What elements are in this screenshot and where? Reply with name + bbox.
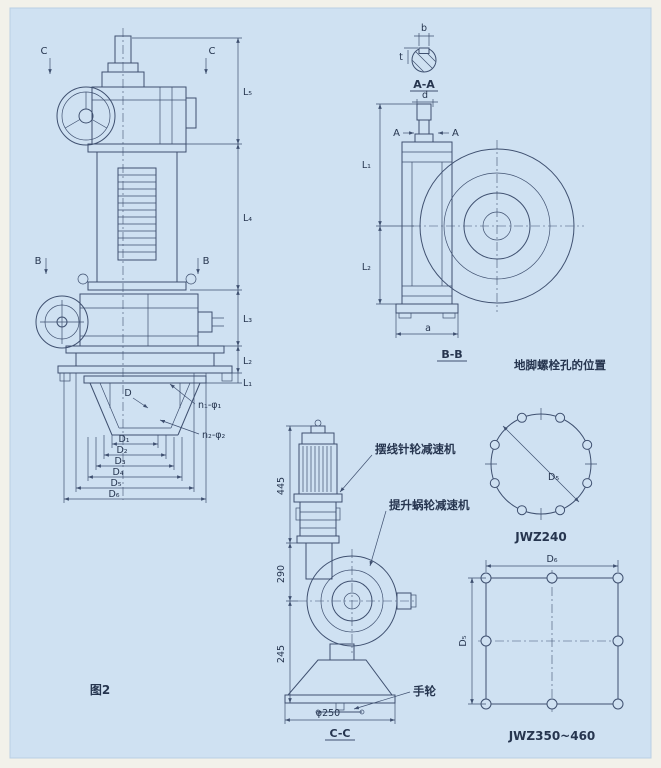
figure-caption: 图2 — [90, 683, 110, 697]
cc-phi250-dim: φ250 — [284, 703, 396, 724]
cc-left-dims: 445 290 245 — [276, 425, 311, 704]
dim-d1: D₁ — [118, 434, 129, 445]
label-handwheel: 手轮 — [413, 684, 436, 698]
front-hole-callouts: n₁-φ₁ n₂-φ₂ — [159, 383, 226, 441]
bolt-layout-jwz240: D₅ JWZ240 — [485, 408, 597, 544]
section-marker-a: A A — [393, 128, 459, 139]
front-base — [57, 345, 233, 382]
aa-hatching — [412, 48, 436, 72]
view-cc: φ250 445 290 245 摆线针轮减速机 提升蜗轮减速机 手轮 C-C — [276, 419, 470, 741]
anchor-bolt-title: 地脚螺栓孔的位置 — [514, 358, 606, 372]
section-cc-caption: C-C — [330, 727, 351, 740]
cc-base — [284, 643, 396, 715]
dim-d6-top: D₆ — [546, 554, 557, 565]
keyway-depth-t: t — [399, 52, 403, 63]
section-aa-caption: A-A — [413, 78, 435, 91]
dim-d5: D₅ — [110, 478, 121, 489]
dim-245: 245 — [276, 645, 287, 663]
front-bottom-dims: D₁ D₂ D₃ D₄ D₅ D₆ — [63, 373, 207, 503]
bb-left-dims: L₁ L₂ — [362, 103, 417, 305]
detail-aa: b t A-A — [399, 23, 438, 92]
dim-d2: D₂ — [116, 445, 127, 456]
handwheel-spokes — [65, 92, 107, 129]
dim-d5-circle: D₅ — [548, 472, 559, 483]
dim-bb-l1: L₁ — [362, 160, 371, 171]
dim-d6: D₆ — [108, 489, 119, 500]
front-column — [77, 143, 197, 291]
label-cycloid-reducer: 摆线针轮减速机 — [375, 442, 456, 456]
dim-bb-l2: L₂ — [362, 262, 371, 273]
front-funnel: D — [83, 375, 207, 436]
dim-d4: D₄ — [112, 467, 123, 478]
jwz240-caption: JWZ240 — [514, 530, 566, 544]
dim-d5-left: D₅ — [458, 635, 469, 646]
dim-445: 445 — [276, 477, 287, 495]
front-right-dims: L₅ L₄ L₃ L₂ L₁ — [132, 37, 252, 389]
dim-l2: L₂ — [243, 356, 252, 367]
cc-callouts: 摆线针轮减速机 提升蜗轮减速机 手轮 — [339, 442, 470, 710]
section-b-left-label: B — [35, 256, 42, 267]
dim-l4: L₄ — [243, 213, 252, 224]
section-marker-c: C C — [41, 46, 216, 74]
dim-290: 290 — [276, 565, 287, 583]
bb-gear-housing — [412, 140, 584, 312]
view-bb: d A A — [362, 90, 607, 372]
keyway — [418, 47, 430, 54]
funnel-dim-d-label: D — [124, 388, 131, 399]
section-marker-b: B B — [35, 256, 210, 274]
dim-a-label: a — [425, 323, 431, 334]
cc-motor — [293, 419, 343, 544]
label-worm-reducer: 提升蜗轮减速机 — [389, 498, 470, 512]
jwz350-caption: JWZ350~460 — [508, 729, 596, 743]
dim-l5: L₅ — [243, 87, 252, 98]
bolt-layout-jwz350-460: D₆ D₅ JWZ350~460 — [458, 554, 626, 743]
dim-l1: L₁ — [243, 378, 252, 389]
section-a-right-label: A — [452, 128, 459, 139]
section-b-right-label: B — [203, 256, 210, 267]
keyway-width-b: b — [421, 23, 427, 34]
dim-phi250: φ250 — [316, 708, 340, 719]
bb-a-dim: a — [395, 313, 459, 338]
dim-l3: L₃ — [243, 314, 252, 325]
bb-housing — [395, 141, 459, 319]
section-bb-caption: B-B — [441, 348, 462, 361]
gauge-ticks — [118, 174, 156, 253]
holes-n1-label: n₁-φ₁ — [198, 400, 222, 411]
cc-worm-housing — [298, 542, 417, 653]
shaft-dim-d: d — [422, 90, 428, 101]
front-view: C C — [35, 28, 252, 697]
holes-n2-label: n₂-φ₂ — [202, 430, 226, 441]
section-c-right-label: C — [209, 46, 216, 57]
dim-d3: D₃ — [114, 456, 125, 467]
section-a-left-label: A — [393, 128, 400, 139]
section-c-left-label: C — [41, 46, 48, 57]
